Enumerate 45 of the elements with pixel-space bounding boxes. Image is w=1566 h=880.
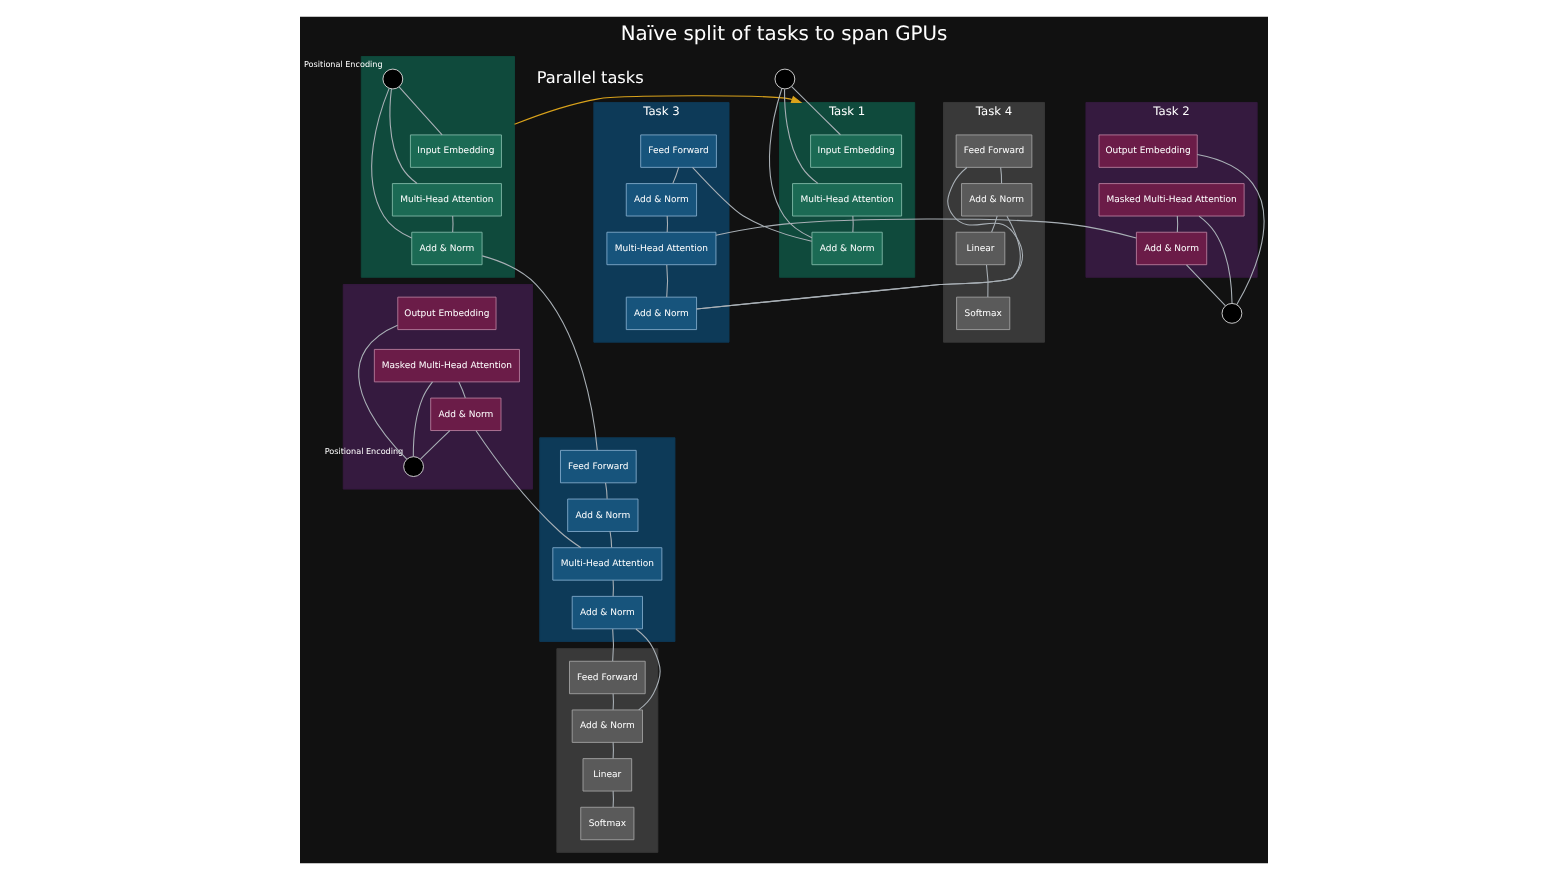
connector [767,87,812,239]
connector [474,430,581,549]
connector [714,218,1136,239]
cluster [555,648,658,853]
connector [608,530,612,549]
connector [611,579,613,597]
connector [604,482,607,500]
connector [388,88,417,185]
connector [695,166,1023,310]
connector [665,215,668,233]
diagram-title: Naïve split of tasks to span GPUs [619,23,947,46]
connector [999,166,1002,184]
connector [480,255,597,451]
connector [665,264,668,298]
connector [611,628,613,662]
connector [695,215,1020,310]
arrow [512,95,802,125]
node-circle [402,456,423,477]
connector [990,215,997,233]
connector [984,264,988,298]
connector [851,215,853,233]
connector [418,430,450,460]
connector [690,166,812,242]
node-circle [381,68,403,90]
node-circle [773,68,795,90]
connector [1184,264,1225,307]
connector [357,324,407,460]
connector [1197,215,1232,304]
connector [411,381,433,458]
connector [397,86,442,136]
connector [611,790,613,808]
connector [790,86,840,136]
connector [370,87,412,239]
label: Parallel tasks [535,66,643,87]
connector [671,166,679,184]
connector [457,381,465,399]
connector [1175,215,1178,233]
connector [1195,153,1264,306]
connector [611,741,613,759]
cluster [538,437,675,642]
node-circle [1220,303,1242,324]
connector [783,88,818,184]
connector [451,215,453,233]
connector [634,628,660,711]
connector [611,693,613,711]
